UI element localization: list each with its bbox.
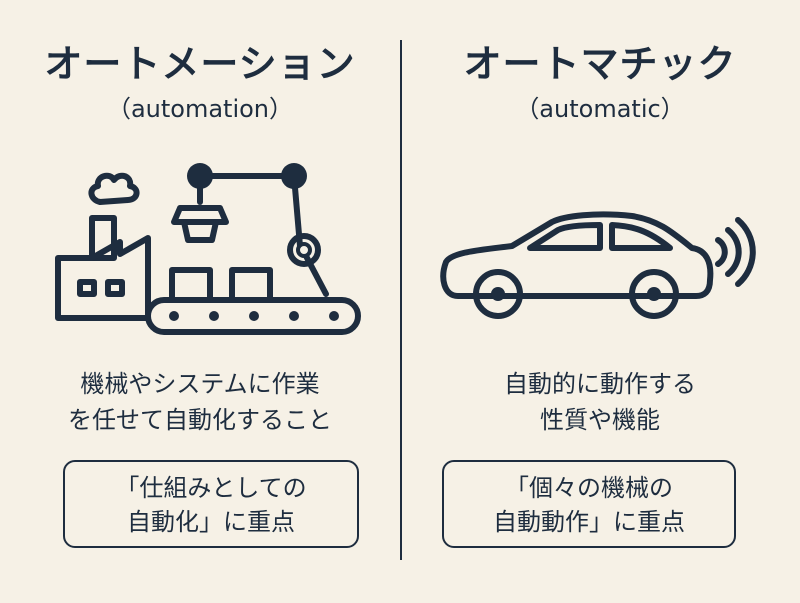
automation-emphasis-line-1: 「仕組みとしての <box>115 474 307 502</box>
automation-description-line-1: 機械やシステムに作業 <box>80 370 320 398</box>
automation-title: オートメーション <box>44 42 356 86</box>
automation-description: 機械やシステムに作業 を任せて自動化すること <box>0 366 400 438</box>
automation-description-line-2: を任せて自動化すること <box>68 406 332 434</box>
automatic-emphasis-box: 「個々の機械の 自動動作」に重点 <box>442 460 736 548</box>
automatic-emphasis-line-1: 「個々の機械の <box>505 474 673 502</box>
factory-robot-arm-conveyor-icon <box>55 163 361 335</box>
automation-column: オートメーション （automation） <box>0 42 400 548</box>
automatic-title: オートマチック <box>463 42 737 86</box>
automation-emphasis-line-2: 自動化」に重点 <box>127 508 295 536</box>
automatic-description-line-1: 自動的に動作する <box>504 370 696 398</box>
car-signal-icon <box>440 211 756 319</box>
automatic-description: 自動的に動作する 性質や機能 <box>400 366 800 438</box>
automatic-description-line-2: 性質や機能 <box>540 406 660 434</box>
automatic-column: オートマチック （automatic） 自動的に動作する 性質や機能 「個々の機… <box>400 0 800 603</box>
automation-subtitle: （automation） <box>106 95 294 123</box>
automatic-subtitle: （automatic） <box>515 95 685 123</box>
automatic-emphasis-line-2: 自動動作」に重点 <box>493 508 685 536</box>
center-divider <box>400 40 402 560</box>
automation-emphasis-box: 「仕組みとしての 自動化」に重点 <box>63 460 359 548</box>
